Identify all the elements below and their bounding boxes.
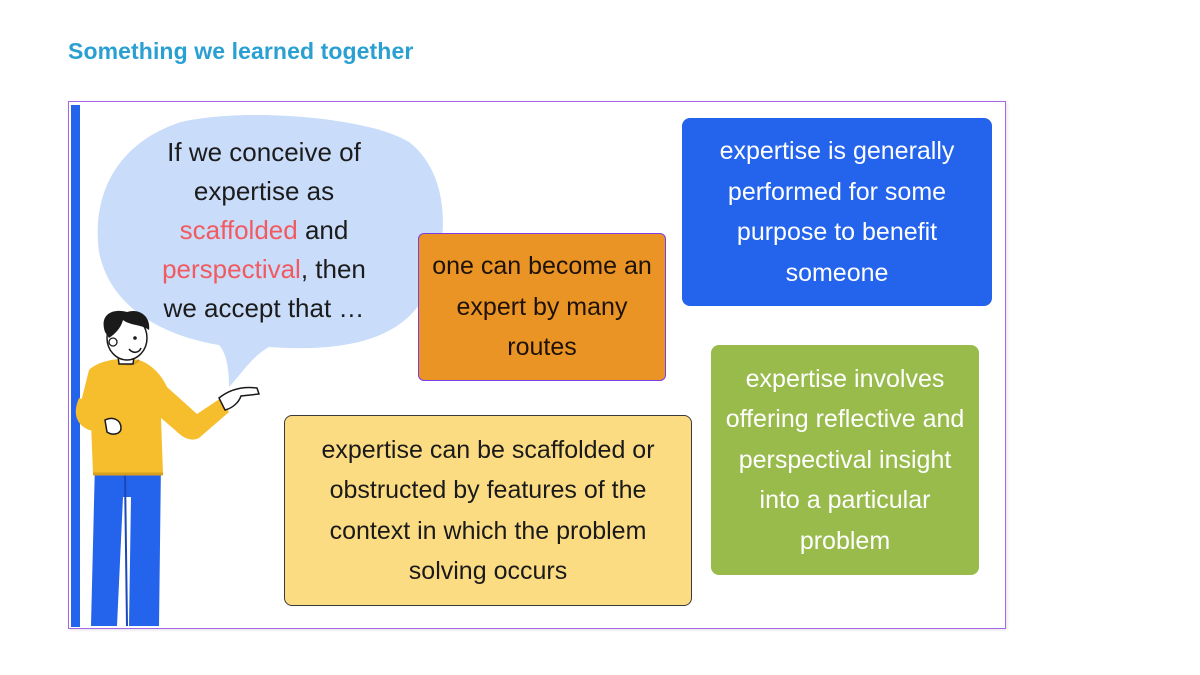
card-reflective-insight: expertise involves offering reflective a… — [711, 345, 979, 575]
speech-bubble — [97, 114, 443, 387]
page-title: Something we learned together — [68, 38, 414, 64]
bubble-line-3: scaffolded and — [139, 211, 389, 250]
presenting-person-icon — [75, 310, 261, 627]
card-context: expertise can be scaffolded or obstructe… — [284, 415, 692, 606]
highlight-scaffolded: scaffolded — [179, 215, 298, 245]
bubble-then: , then — [300, 254, 366, 284]
card-purpose: expertise is generally performed for som… — [682, 118, 992, 306]
speech-bubble-text: If we conceive of expertise as scaffolde… — [139, 133, 389, 328]
bubble-line-5: we accept that … — [163, 293, 365, 323]
slide-accent-bar — [71, 105, 80, 627]
bubble-line-2: expertise as — [193, 176, 335, 206]
bubble-line-4: perspectival, then — [139, 250, 389, 289]
bubble-and: and — [297, 215, 349, 245]
bubble-line-1: If we conceive of — [167, 137, 361, 167]
slide-frame: If we conceive of expertise as scaffolde… — [68, 101, 1006, 629]
card-expert-routes: one can become an expert by many routes — [418, 233, 666, 381]
highlight-perspectival: perspectival — [162, 254, 301, 284]
